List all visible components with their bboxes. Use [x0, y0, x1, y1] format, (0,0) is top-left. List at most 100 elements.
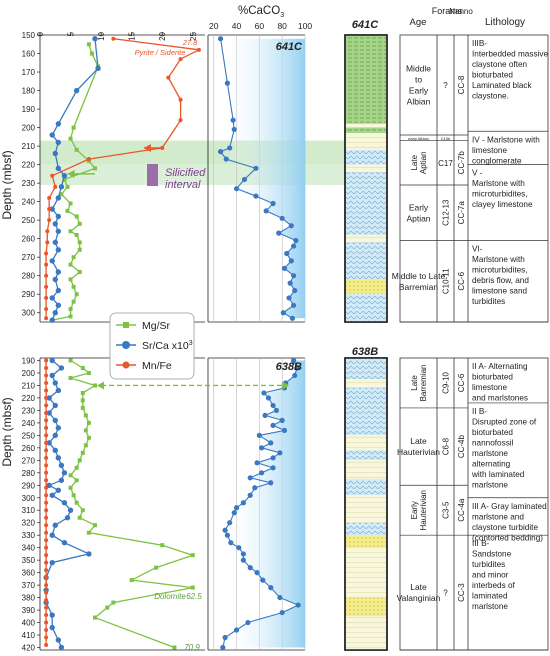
caco3-point — [224, 80, 230, 86]
log-segment — [346, 522, 386, 536]
y-tick-label: 160 — [22, 50, 36, 59]
cap-tick-label: 20 — [209, 21, 219, 31]
caco3-point — [247, 475, 253, 481]
forams-label: C10-11 — [442, 268, 451, 294]
point-mnfe — [44, 560, 49, 565]
point-srca — [55, 387, 62, 394]
y-tick-label: 330 — [22, 531, 36, 540]
y-tick-label: 180 — [22, 87, 36, 96]
log-segment — [346, 547, 386, 598]
y-tick-label: 150 — [22, 31, 36, 40]
y-tick-label: 220 — [22, 161, 36, 170]
caco3-point — [270, 422, 276, 428]
y-tick-label: 190 — [22, 105, 36, 114]
point-srca — [55, 637, 62, 643]
age-label-line: Early — [409, 85, 429, 95]
point-mnfe — [44, 643, 49, 648]
point-mgsr — [83, 443, 88, 448]
lith-text-line: IV - Marlstone with — [472, 135, 540, 144]
point-mgsr — [154, 565, 159, 570]
point-srca — [52, 310, 58, 316]
log-segment — [346, 172, 386, 187]
log-title-bottom: 638B — [352, 346, 378, 358]
point-srca — [49, 206, 55, 212]
point-srca — [73, 87, 80, 94]
age-label-line: Middle — [406, 63, 431, 73]
pyrite-value: 27.8 — [182, 38, 198, 47]
y-tick-label: 340 — [22, 544, 36, 553]
y-tick-label: 390 — [22, 606, 36, 615]
caco3-point — [253, 165, 259, 171]
point-srca — [46, 395, 52, 401]
lith-text-line: Sandstone — [472, 550, 512, 559]
lith-text-line: bioturbated — [472, 428, 513, 437]
caco3-point — [290, 273, 297, 279]
y-tick-label: 220 — [22, 394, 36, 403]
forams-label: C9-10 — [442, 372, 451, 394]
y-tick-label: 310 — [22, 506, 36, 515]
y-tick-label: 200 — [22, 369, 36, 378]
caco3-areas — [217, 36, 305, 651]
point-mgsr — [71, 284, 76, 289]
caco3-line — [222, 360, 300, 648]
age-label-line: Albian — [407, 96, 431, 106]
lith-text-line: interbeds of — [472, 581, 516, 590]
point-srca — [55, 139, 62, 146]
caco3-point — [293, 237, 299, 244]
lith-text-line: clayey limestone — [472, 200, 533, 209]
caco3-point — [290, 357, 297, 364]
y-tick-label: 240 — [22, 198, 36, 207]
log-segment — [346, 35, 386, 124]
caco3-point — [270, 402, 276, 409]
caco3-point — [228, 540, 234, 546]
caco3-point — [277, 450, 283, 456]
caco3-title: %CaCO3 — [238, 5, 284, 19]
lith-text-line: Interbedded massive — [472, 50, 548, 59]
age-label-line: Barremian — [399, 282, 438, 292]
point-srca — [49, 624, 55, 631]
point-mgsr — [74, 232, 79, 237]
point-srca — [58, 644, 65, 651]
point-mnfe — [44, 365, 49, 370]
caco3-point — [265, 395, 272, 401]
caco3-point — [277, 594, 283, 601]
dolomite-label: Dolomite — [154, 592, 186, 601]
caco3-point — [279, 609, 285, 616]
point-srca — [55, 165, 62, 172]
col-nanno-header: Nanno — [449, 7, 473, 16]
legend-label-srca: Sr/Ca x103 — [142, 340, 193, 352]
point-srca — [58, 184, 65, 190]
point-srca — [49, 295, 55, 301]
caco3-point — [259, 445, 265, 451]
point-srca — [52, 276, 58, 283]
log-segment — [346, 149, 386, 165]
x-tick-label: 20 — [158, 31, 167, 40]
caco3-point — [254, 460, 260, 466]
log-segment — [346, 460, 386, 480]
point-mgsr — [68, 375, 73, 380]
point-mnfe — [44, 470, 49, 475]
forams-label: C3-5 — [442, 501, 451, 519]
point-mnfe — [44, 395, 49, 400]
point-mgsr — [68, 485, 73, 490]
point-srca — [49, 612, 55, 618]
caco3-point — [273, 407, 280, 414]
y-tick-label: 230 — [22, 179, 36, 188]
point-srca — [92, 36, 98, 42]
point-srca — [46, 410, 52, 416]
caco3-point — [254, 570, 260, 576]
caco3-point — [281, 427, 288, 433]
nanno-label: CC-7a — [457, 201, 466, 225]
log-segment — [346, 164, 386, 173]
point-srca — [55, 487, 62, 493]
caco3-point — [281, 265, 288, 271]
lith-text-line: turbidites — [472, 560, 505, 569]
point-mnfe — [53, 184, 58, 189]
log-segment — [346, 305, 386, 322]
point-mgsr — [74, 465, 79, 470]
